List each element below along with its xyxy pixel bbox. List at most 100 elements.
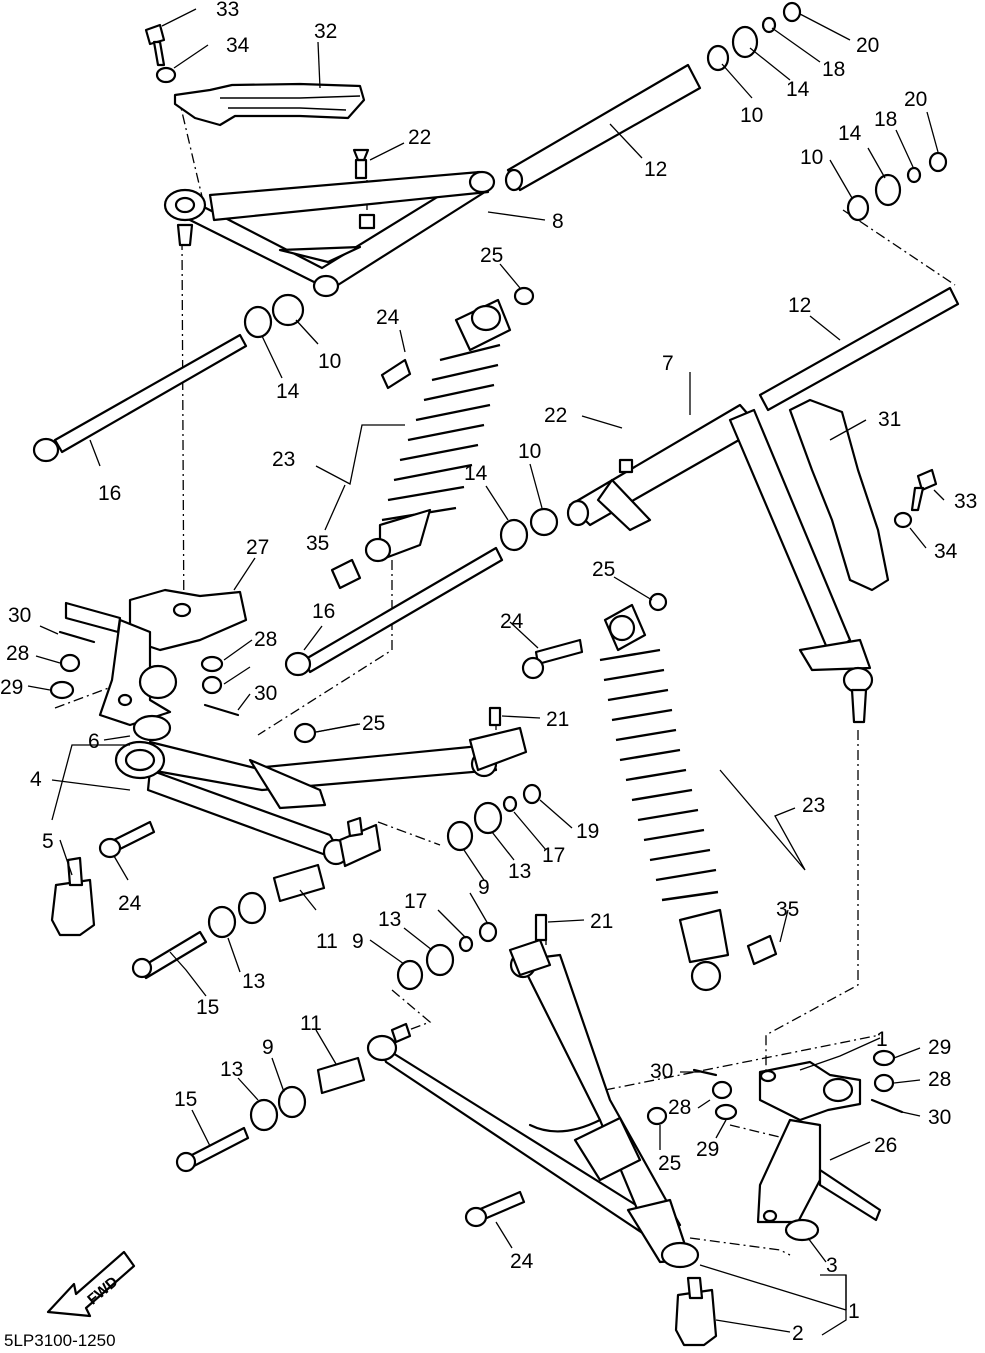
callout-29c: 29 [696, 1138, 719, 1161]
callout-30c: 30 [650, 1060, 673, 1083]
bolt-33-right [893, 468, 938, 529]
callout-14b: 14 [838, 122, 862, 145]
callout-25b: 25 [362, 712, 385, 735]
callout-29: 29 [0, 676, 23, 699]
callout-1: 1 [848, 1300, 860, 1323]
knuckle-26 [756, 1060, 882, 1242]
ball-joint-5 [50, 856, 96, 937]
guard-31 [788, 398, 890, 592]
callout-33b: 33 [954, 490, 977, 513]
callout-12b: 12 [788, 294, 811, 317]
bolt-24-left [98, 820, 156, 859]
diagram-code: 5LP3100-1250 [4, 1331, 116, 1350]
callout-16b: 16 [312, 600, 335, 623]
bolt-16-upper [32, 293, 305, 463]
callout-31: 31 [878, 408, 901, 431]
ball-joint-2 [674, 1276, 718, 1347]
bushings-mid [499, 507, 559, 552]
callout-22: 22 [408, 126, 431, 149]
callout-25d: 25 [658, 1152, 681, 1175]
guard-32 [173, 82, 366, 127]
callout-35b: 35 [776, 898, 799, 921]
callout-21b: 21 [590, 910, 613, 933]
callout-18b: 18 [874, 108, 897, 131]
callout-14c: 14 [276, 380, 300, 403]
callout-9c: 9 [262, 1036, 274, 1059]
fwd-arrow-icon: FWD [46, 1250, 136, 1318]
callout-3: 3 [826, 1254, 838, 1277]
bushings-lower-bottom [175, 921, 498, 1173]
callout-28: 28 [6, 642, 29, 665]
callout-34b: 34 [934, 540, 958, 563]
callout-10b: 10 [800, 146, 823, 169]
callout-24d: 24 [510, 1250, 534, 1273]
callout-17: 17 [542, 844, 565, 867]
callout-10d: 10 [518, 440, 541, 463]
callout-21: 21 [546, 708, 569, 731]
callout-24c: 24 [118, 892, 142, 915]
callout-19: 19 [576, 820, 599, 843]
callout-16: 16 [98, 482, 121, 505]
callout-30b: 30 [254, 682, 277, 705]
callout-23: 23 [272, 448, 295, 471]
callout-28d: 28 [928, 1068, 951, 1091]
callout-25c: 25 [592, 558, 615, 581]
knuckle-27 [64, 588, 248, 727]
callout-2: 2 [792, 1322, 804, 1345]
leader-lines [27, 8, 945, 1336]
callout-27: 27 [246, 536, 269, 559]
callout-10c: 10 [318, 350, 341, 373]
callout-33: 33 [216, 0, 239, 21]
callout-26: 26 [874, 1134, 897, 1157]
small-parts-left [49, 630, 317, 744]
callout-30d: 30 [928, 1106, 951, 1129]
callout-23b: 23 [802, 794, 825, 817]
callout-29d: 29 [928, 1036, 951, 1059]
shock-23-lower [521, 592, 778, 992]
callout-13: 13 [508, 860, 531, 883]
callout-6: 6 [88, 730, 100, 753]
callout-8: 8 [552, 210, 564, 233]
callout-14: 14 [786, 78, 810, 101]
grease-nipple-22-top [352, 148, 370, 180]
shock-23-upper [330, 286, 535, 590]
bolt-16-lower [284, 546, 504, 677]
callout-20: 20 [856, 34, 879, 57]
callout-30: 30 [8, 604, 31, 627]
callout-20b: 20 [904, 88, 927, 111]
callout-10: 10 [740, 104, 763, 127]
callout-24b: 24 [500, 610, 524, 633]
upper-a-arm-front [163, 170, 496, 298]
callout-5: 5 [42, 830, 54, 853]
callout-4: 4 [30, 768, 42, 791]
bolt-33-top [144, 23, 177, 84]
callout-12: 12 [644, 158, 667, 181]
callout-17b: 17 [404, 890, 427, 913]
pivot-tube-12-top [504, 63, 702, 192]
bushings-top-right [706, 1, 948, 222]
callout-18: 18 [822, 58, 845, 81]
callout-11b: 11 [300, 1012, 322, 1035]
upper-a-arm-7 [566, 286, 960, 724]
callout-13b: 13 [378, 908, 401, 931]
callout-28c: 28 [668, 1096, 691, 1119]
bolt-24-bottom [464, 1106, 668, 1228]
callout-7: 7 [662, 352, 674, 375]
callout-34: 34 [226, 34, 250, 57]
callout-22b: 22 [544, 404, 567, 427]
callout-35: 35 [306, 532, 329, 555]
callout-15: 15 [196, 996, 219, 1019]
lower-a-arm-bottom [366, 913, 700, 1269]
bushings-lower-left [131, 783, 542, 980]
callout-15b: 15 [174, 1088, 197, 1111]
lower-a-arm-4 [114, 706, 528, 868]
callout-28b: 28 [254, 628, 277, 651]
callout-24: 24 [376, 306, 400, 329]
callout-13d: 13 [220, 1058, 243, 1081]
callout-9b: 9 [352, 930, 364, 953]
callout-11: 11 [316, 930, 338, 953]
callout-32: 32 [314, 20, 337, 43]
